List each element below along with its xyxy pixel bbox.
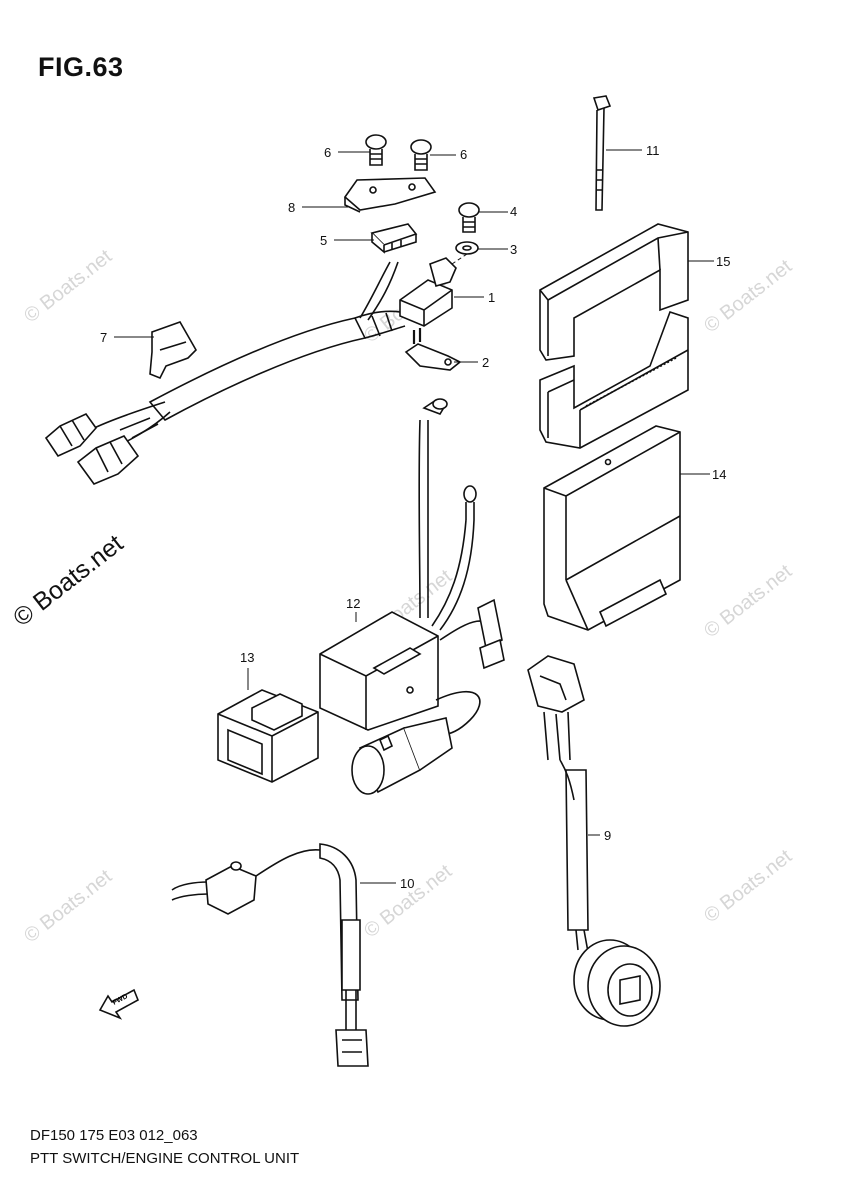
callout-3: 3 — [510, 242, 517, 257]
callout-10: 10 — [400, 876, 414, 891]
screw-6-left — [365, 134, 387, 166]
callout-14: 14 — [712, 467, 726, 482]
harness-clamp — [149, 321, 197, 380]
callout-6: 6 — [324, 145, 331, 160]
switch-lead — [171, 843, 369, 1067]
callout-9: 9 — [604, 828, 611, 843]
callout-4: 4 — [510, 204, 517, 219]
relay-plug — [351, 717, 453, 795]
figure-title: FIG.63 — [38, 52, 124, 82]
cable-tie — [592, 95, 612, 211]
screw-4 — [458, 202, 480, 233]
callout-8: 8 — [288, 200, 295, 215]
fwd-arrow-icon: FWD — [98, 988, 140, 1020]
callout-15: 15 — [716, 254, 730, 269]
engine-control-unit — [543, 425, 681, 631]
callout-7: 7 — [100, 330, 107, 345]
callout-6: 6 — [460, 147, 467, 162]
leader-lines — [114, 149, 714, 884]
relay-unit — [319, 398, 505, 736]
callout-12: 12 — [346, 596, 360, 611]
model-code: DF150 175 E03 012_063 — [30, 1127, 198, 1144]
callout-2: 2 — [482, 355, 489, 370]
switch-bracket — [343, 177, 437, 213]
ecu-cushion — [539, 223, 689, 449]
relay-cover — [217, 689, 319, 783]
callout-13: 13 — [240, 650, 254, 665]
ptt-switch-lead — [527, 655, 661, 1027]
ptt-switch — [370, 223, 418, 254]
main-harness — [148, 257, 462, 422]
callout-11: 11 — [646, 143, 660, 158]
callout-1: 1 — [488, 290, 495, 305]
screw-6-right — [410, 139, 432, 171]
harness-plugs — [44, 401, 171, 485]
washer-3 — [455, 241, 479, 255]
callout-5: 5 — [320, 233, 327, 248]
figure-name: PTT SWITCH/ENGINE CONTROL UNIT — [30, 1150, 300, 1167]
